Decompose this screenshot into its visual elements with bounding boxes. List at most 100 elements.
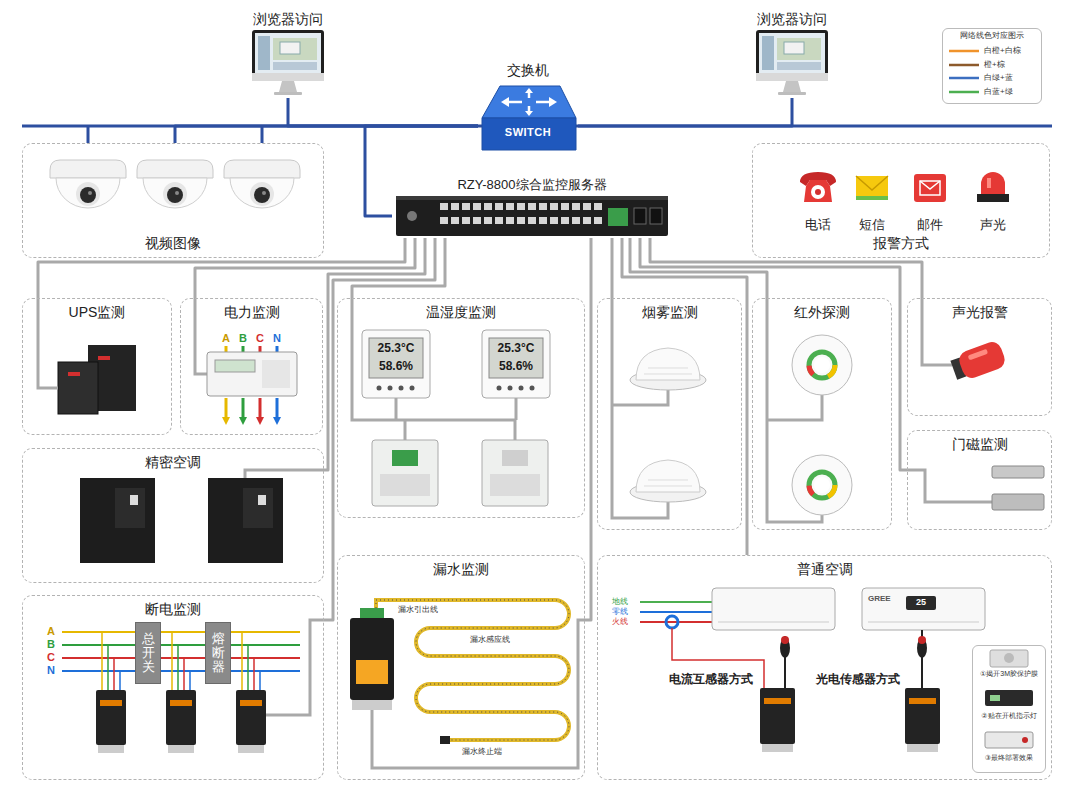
smoke-detector [636,460,700,492]
annotation-label: GREE [868,594,891,604]
install-photo [1004,653,1014,663]
smoke-detector [630,348,706,390]
temp-humidity-sensor [530,386,535,391]
vertical-label: 熔断器 [212,632,225,675]
temp-humidity-sensor [352,298,550,506]
infrared-detector [792,455,852,515]
temp-humidity-sensor [404,420,407,440]
mail-icon [920,181,940,189]
node-label: 断电监测 [145,601,201,618]
power-meter [195,298,297,425]
annotation-label: B [238,332,248,345]
switch-icon [501,97,509,107]
ups-device [38,298,58,388]
temp-humidity-sensor [410,386,415,391]
annotation-label: 电流互感器方式 [666,672,756,686]
annotation-label: 25.3°C [369,341,423,355]
annotation-label: 漏水终止端 [462,747,502,757]
ups-device [68,372,80,376]
temp-humidity-sensor [514,420,517,440]
sms-icon [856,176,888,200]
power-off-module [189,671,191,690]
split-ac [868,622,979,623]
instruction-box: ①揭开3M胶保护膜②贴在开机指示灯③最终部署效果 [972,645,1046,773]
server-device [396,196,668,236]
region-panel: 精密空调 [22,448,324,583]
connector-line [175,126,478,143]
water-leak-sensor [440,736,450,744]
legend-sample [948,61,980,69]
infrared-detector [792,335,852,395]
connector-line [352,238,445,298]
annotation-label: A [221,332,231,345]
alarm-item: 电话 [796,163,840,235]
annotation-label: 漏水感应线 [470,635,510,645]
alarm-item: 邮件 [908,163,952,235]
siren-icon [987,178,991,188]
annotation-label: 25 [906,597,936,608]
power-meter [242,346,245,352]
smoke-detector [612,298,706,518]
monitor-icon [252,30,324,95]
split-ac [666,616,678,628]
region-panel: 漏水监测 [337,555,585,780]
region-panel: 门磁监测 [907,430,1052,530]
power-line [62,657,300,659]
server-device [608,208,628,226]
annotation-label: 零线 [612,607,628,617]
infrared-detector [767,298,852,522]
infrared-detector [814,357,830,373]
smoke-detector [630,460,706,502]
temp-humidity-sensor [490,474,540,496]
smoke-detector [648,368,688,369]
siren-icon [977,172,1009,202]
siren-icon [977,194,1009,202]
node-label: 浏览器访问 [757,11,827,28]
region-panel: 电力监测 [180,298,323,435]
monitor-icon [255,33,321,73]
power-off-module [96,690,126,745]
door-magnet [992,494,1044,510]
annotation-label: 网络线色对应图示 [942,31,1042,41]
split-ac [906,596,936,610]
annotation-label: 光电传感器方式 [812,672,904,686]
connector-line [640,238,907,470]
switch-icon [549,97,557,107]
node-label: 视频图像 [145,235,201,252]
dome-camera [56,178,120,208]
annotation-label: N [272,332,282,345]
connector-line [578,98,792,126]
temp-humidity-sensor [482,330,550,398]
temp-humidity-sensor [497,386,502,391]
connector-line [195,238,415,298]
annotation-label: 地线 [612,597,628,607]
region-panel: 温湿度监测 [337,298,585,518]
split-ac [640,621,712,623]
switch-icon [508,92,550,112]
phone-icon [800,172,836,202]
node-label: 普通空调 [797,561,853,578]
split-ac [764,698,791,704]
node-label: 电力监测 [224,304,280,321]
install-photo [985,650,1033,748]
switch-icon [525,88,533,93]
monitor-icon [783,81,801,92]
precision-ac [130,495,138,505]
power-meter [276,346,279,352]
node-label: 报警方式 [873,235,929,252]
power-off-module [101,632,103,690]
fuse-box: 熔断器 [205,622,231,684]
annotation-label: 25.3°C [489,341,543,355]
node-label: 漏水监测 [433,561,489,578]
siren-alarm [922,298,1007,383]
install-photo [985,690,1033,706]
node-label: 短信 [859,217,885,233]
siren-icon [981,172,1005,194]
node-label: 声光 [980,217,1006,233]
server-device [396,196,668,236]
region-panel: 断电监测总开关熔断器 [22,595,324,780]
legend-sample [948,88,980,96]
install-photo [985,732,1033,748]
node-label: 精密空调 [145,454,201,471]
power-off-module [236,690,266,745]
